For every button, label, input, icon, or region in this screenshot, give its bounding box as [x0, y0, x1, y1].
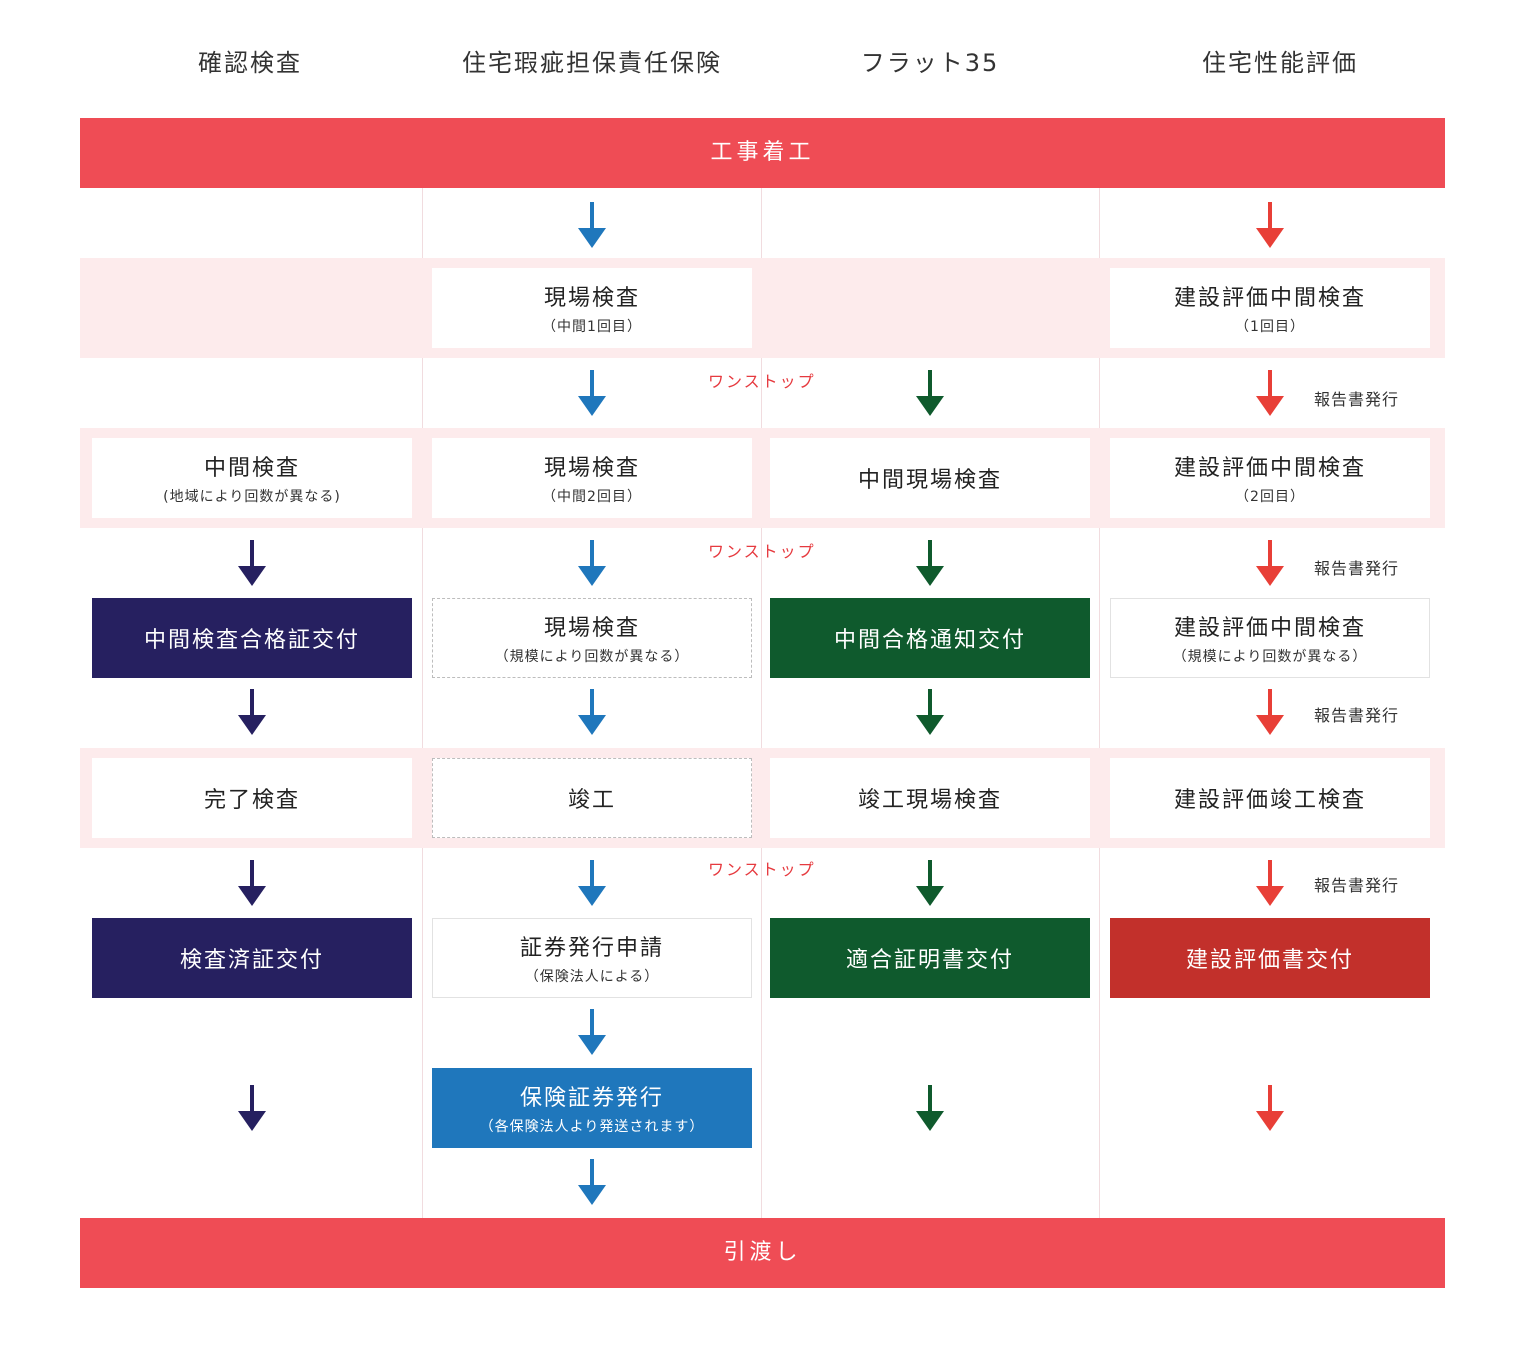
report-issue-label: 報告書発行 — [1314, 876, 1400, 895]
down-arrow-icon — [578, 1159, 606, 1205]
down-arrow-icon — [238, 860, 266, 906]
hoken-site-check-1: 現場検査 （中間1回目） — [432, 268, 752, 348]
down-arrow-icon — [578, 1009, 606, 1055]
box-title: 建設評価中間検査 — [1173, 616, 1366, 641]
box-title: 竣工 — [567, 788, 616, 813]
box-note: （各保険法人より発送されます） — [479, 1119, 705, 1135]
down-arrow-icon — [578, 540, 606, 586]
column-header-hoken: 住宅瑕疵担保責任保険 — [462, 49, 722, 77]
seino-eval-check-3: 建設評価中間検査 （規模により回数が異なる） — [1110, 598, 1430, 678]
kakunin-mid-certificate: 中間検査合格証交付 — [92, 598, 412, 678]
seino-eval-check-2: 建設評価中間検査 （2回目） — [1110, 438, 1430, 518]
flat35-mid-site-check: 中間現場検査 — [770, 438, 1090, 518]
flat35-conformity-certificate: 適合証明書交付 — [770, 918, 1090, 998]
kakunin-mid-check: 中間検査 (地域により回数が異なる) — [92, 438, 412, 518]
down-arrow-icon — [578, 860, 606, 906]
down-arrow-icon — [1256, 1085, 1284, 1131]
seino-evaluation-report: 建設評価書交付 — [1110, 918, 1430, 998]
box-title: 建設評価中間検査 — [1173, 456, 1366, 481]
down-arrow-icon — [578, 689, 606, 735]
down-arrow-icon — [238, 689, 266, 735]
start-bar: 工事着工 — [80, 118, 1445, 188]
box-title: 中間検査 — [203, 456, 300, 481]
box-note: (地域により回数が異なる) — [163, 489, 341, 505]
box-title: 現場検査 — [543, 456, 640, 481]
kakunin-final-certificate: 検査済証交付 — [92, 918, 412, 998]
end-bar: 引渡し — [80, 1218, 1445, 1288]
seino-final-check: 建設評価竣工検査 — [1110, 758, 1430, 838]
column-header-kakunin: 確認検査 — [198, 49, 302, 77]
kakunin-final-check: 完了検査 — [92, 758, 412, 838]
down-arrow-icon — [238, 540, 266, 586]
box-note: （2回目） — [1235, 489, 1305, 505]
box-title: 現場検査 — [543, 616, 640, 641]
box-title: 完了検査 — [203, 788, 300, 813]
box-title: 建設評価竣工検査 — [1173, 788, 1366, 813]
onestop-label: ワンストップ — [708, 542, 816, 561]
down-arrow-icon — [1256, 689, 1284, 735]
report-issue-label: 報告書発行 — [1314, 390, 1400, 409]
column-divider — [422, 188, 423, 1218]
box-note: （規模により回数が異なる） — [1172, 649, 1368, 665]
flat35-final-site-check: 竣工現場検査 — [770, 758, 1090, 838]
down-arrow-icon — [916, 370, 944, 416]
box-note: （1回目） — [1235, 319, 1305, 335]
column-divider — [761, 188, 762, 1218]
box-note: （規模により回数が異なる） — [494, 649, 690, 665]
box-title: 建設評価中間検査 — [1173, 286, 1366, 311]
column-header-seino: 住宅性能評価 — [1202, 49, 1358, 77]
flat35-mid-notice: 中間合格通知交付 — [770, 598, 1090, 678]
hoken-site-check-3: 現場検査 （規模により回数が異なる） — [432, 598, 752, 678]
hoken-completion: 竣工 — [432, 758, 752, 838]
box-title: 検査済証交付 — [179, 948, 324, 973]
down-arrow-icon — [1256, 370, 1284, 416]
box-note: （保険法人による） — [524, 969, 660, 985]
onestop-label: ワンストップ — [708, 372, 816, 391]
box-note: （中間2回目） — [542, 489, 642, 505]
down-arrow-icon — [916, 689, 944, 735]
report-issue-label: 報告書発行 — [1314, 559, 1400, 578]
box-title: 中間検査合格証交付 — [143, 628, 360, 653]
box-note: （中間1回目） — [542, 319, 642, 335]
column-divider — [1099, 188, 1100, 1218]
down-arrow-icon — [238, 1085, 266, 1131]
down-arrow-icon — [578, 202, 606, 248]
down-arrow-icon — [1256, 540, 1284, 586]
hoken-site-check-2: 現場検査 （中間2回目） — [432, 438, 752, 518]
box-title: 適合証明書交付 — [845, 948, 1014, 973]
down-arrow-icon — [916, 540, 944, 586]
onestop-label: ワンストップ — [708, 860, 816, 879]
box-title: 保険証券発行 — [519, 1086, 664, 1111]
seino-eval-check-1: 建設評価中間検査 （1回目） — [1110, 268, 1430, 348]
box-title: 建設評価書交付 — [1185, 948, 1354, 973]
down-arrow-icon — [916, 1085, 944, 1131]
box-title: 証券発行申請 — [519, 936, 664, 961]
box-title: 中間現場検査 — [857, 468, 1002, 493]
down-arrow-icon — [1256, 202, 1284, 248]
box-title: 中間合格通知交付 — [833, 628, 1026, 653]
down-arrow-icon — [1256, 860, 1284, 906]
hoken-policy-issued: 保険証券発行 （各保険法人より発送されます） — [432, 1068, 752, 1148]
hoken-issue-application: 証券発行申請 （保険法人による） — [432, 918, 752, 998]
box-title: 竣工現場検査 — [857, 788, 1002, 813]
box-title: 現場検査 — [543, 286, 640, 311]
down-arrow-icon — [916, 860, 944, 906]
column-header-flat35: フラット35 — [860, 49, 1000, 77]
report-issue-label: 報告書発行 — [1314, 706, 1400, 725]
down-arrow-icon — [578, 370, 606, 416]
